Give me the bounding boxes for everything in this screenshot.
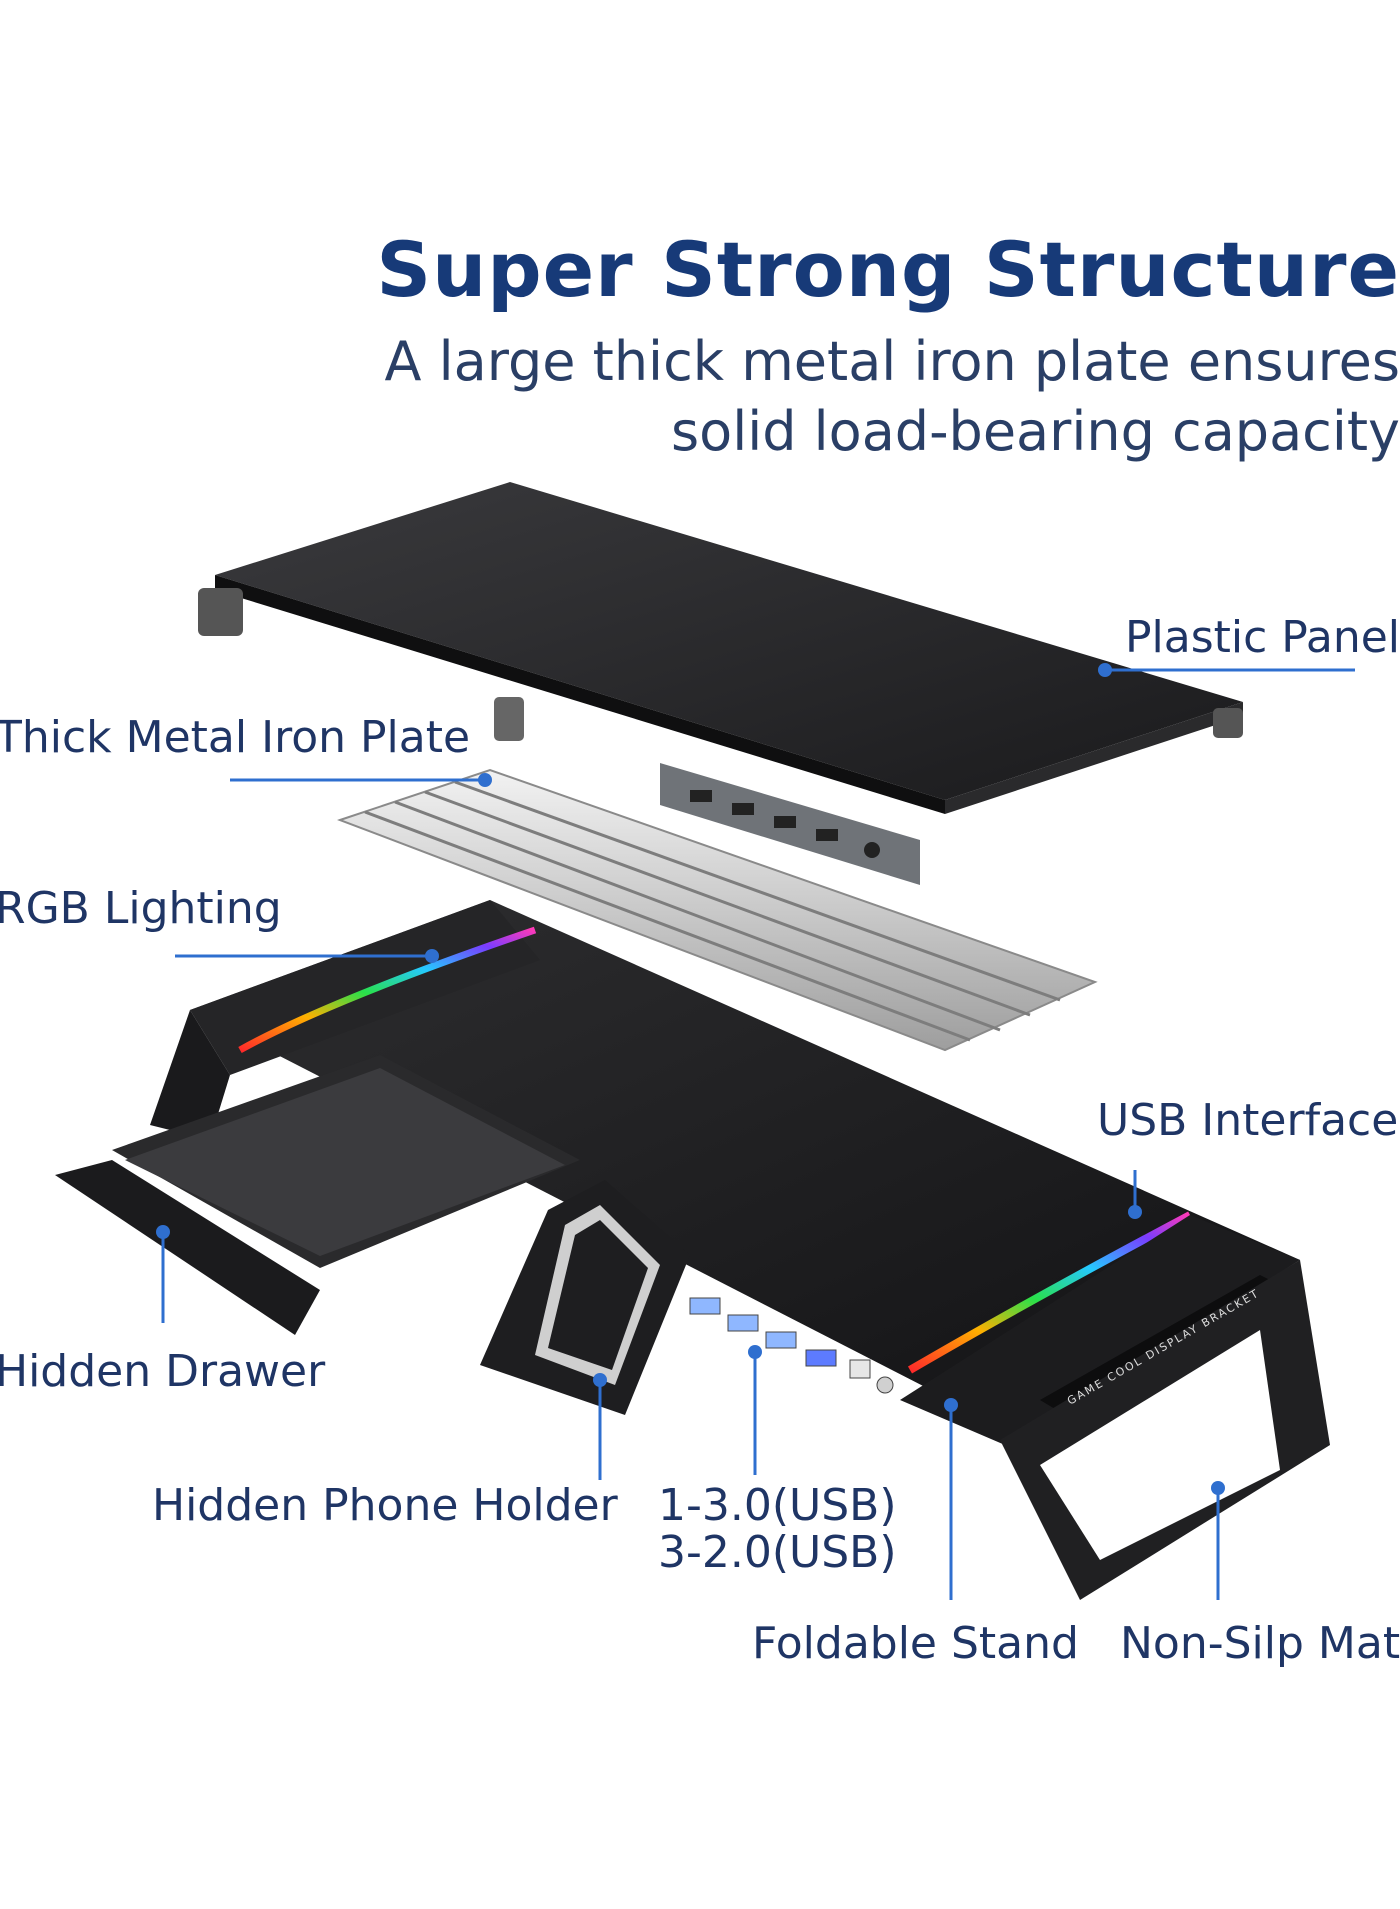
- label-usb-count-1: 1-3.0(USB): [658, 1480, 897, 1531]
- label-hidden-phone-holder: Hidden Phone Holder: [152, 1480, 618, 1531]
- label-usb-interface: USB Interface: [1097, 1095, 1399, 1146]
- label-hidden-drawer: Hidden Drawer: [0, 1346, 326, 1397]
- label-iron-plate: Thick Metal Iron Plate: [0, 712, 471, 763]
- hidden-phone-holder-shape: [480, 1180, 690, 1415]
- label-foldable-stand: Foldable Stand: [752, 1618, 1079, 1669]
- label-non-slip-mat: Non-Silp Mat: [1120, 1618, 1400, 1669]
- subtitle-line-1: A large thick metal iron plate ensures: [384, 330, 1400, 393]
- page-title: Super Strong Structure: [376, 225, 1400, 314]
- label-rgb-lighting: RGB Lighting: [0, 883, 282, 934]
- usb-ports-shape: [689, 1297, 894, 1394]
- callout-leaders: [156, 663, 1355, 1600]
- label-usb-count-2: 3-2.0(USB): [658, 1527, 897, 1578]
- plastic-panel-shape: [198, 482, 1243, 885]
- base-body-shape: [150, 900, 1330, 1600]
- iron-plate-shape: [337, 768, 1098, 1052]
- label-plastic-panel: Plastic Panel: [1125, 612, 1400, 663]
- hidden-drawer-shape: [55, 1055, 580, 1335]
- subtitle-line-2: solid load-bearing capacity: [671, 400, 1400, 463]
